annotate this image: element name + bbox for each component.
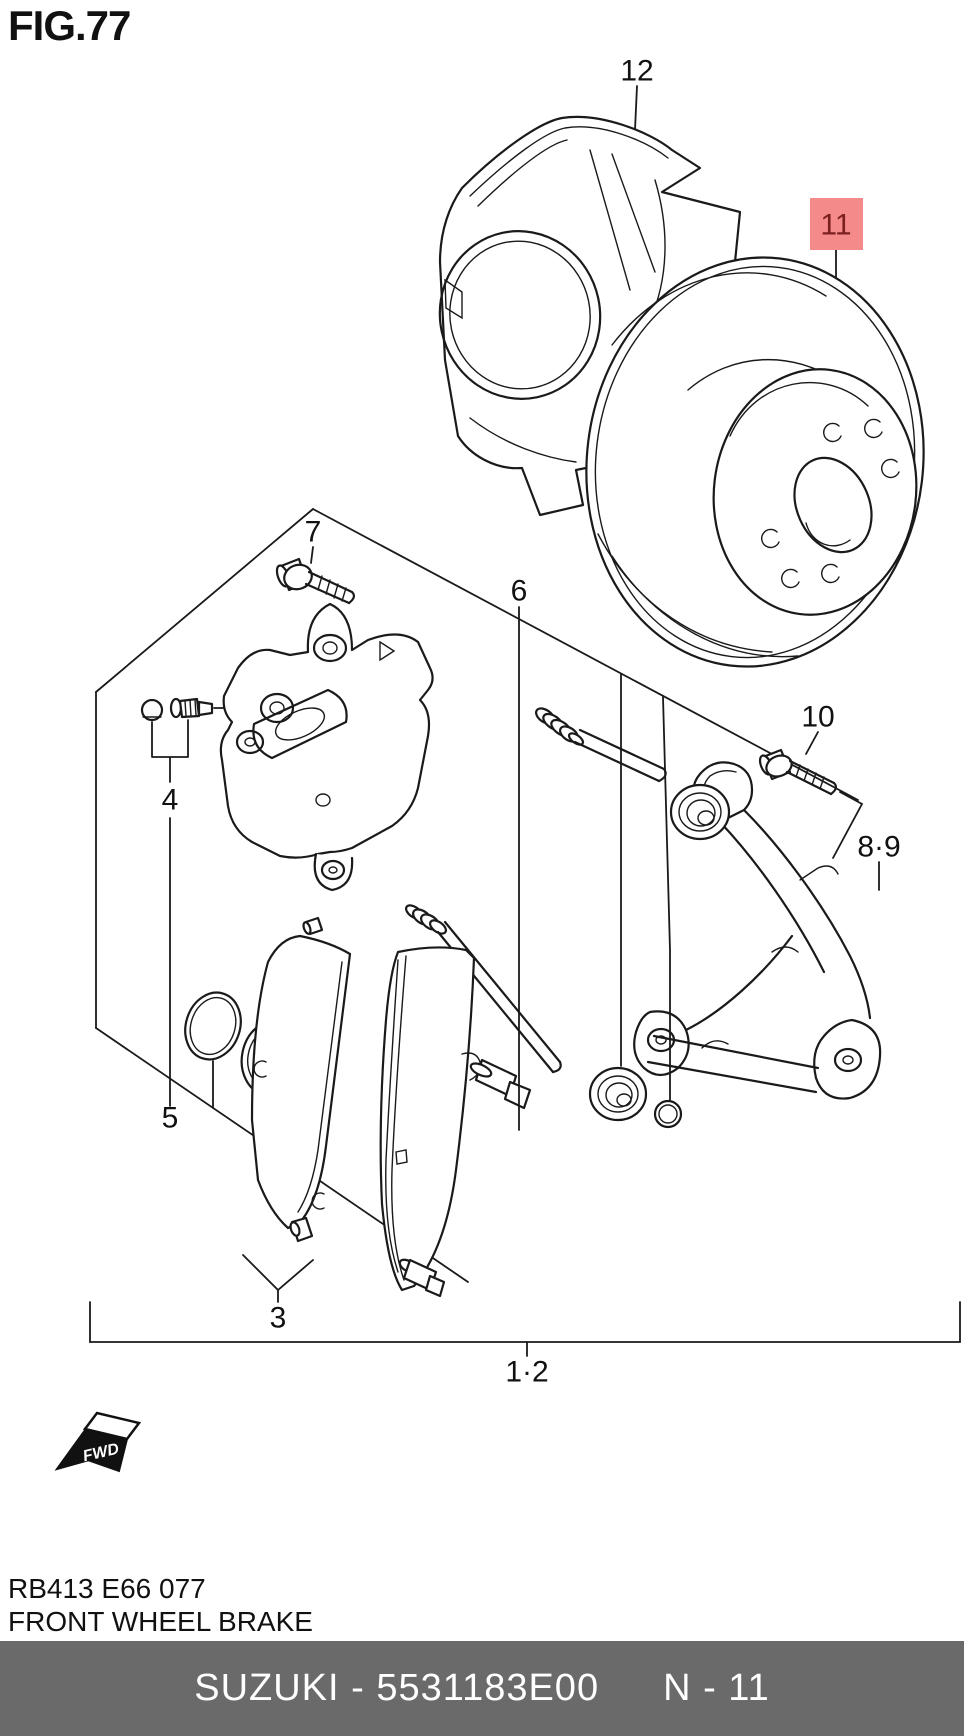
part-label-5[interactable]: 5: [162, 1102, 179, 1135]
part-label-11[interactable]: 11: [820, 209, 851, 242]
part-label-12[interactable]: 12: [620, 55, 653, 88]
brake-pads-part: [250, 916, 532, 1298]
carrier-bolt-part: [758, 748, 838, 796]
drawing-info: RB413 E66 077 FRONT WHEEL BRAKE: [8, 1572, 313, 1638]
part-label-7[interactable]: 7: [305, 516, 322, 549]
fwd-arrow-badge: FWD: [54, 1411, 142, 1473]
part-callouts: 12 11 7 6 4 10 8·9 5 3 1·2: [162, 55, 901, 1389]
brake-disc-part: [585, 256, 925, 668]
part-label-10[interactable]: 10: [801, 701, 834, 734]
caliper-bolt-part: [275, 557, 356, 605]
part-label-4[interactable]: 4: [162, 784, 179, 817]
footer-bar: SUZUKI - 5531183E00 N - 11: [0, 1641, 964, 1736]
bleeder-screw-part: [140, 697, 214, 722]
drawing-code: RB413 E66 077: [8, 1573, 206, 1604]
caliper-carrier-part: [633, 761, 882, 1100]
part-label-8-9[interactable]: 8·9: [857, 831, 900, 864]
pin-leader-lines: [620, 673, 671, 1101]
footer-page-ref: N - 11: [663, 1667, 770, 1709]
highlight-box-11[interactable]: [810, 198, 863, 250]
caliper-body-part: [219, 602, 434, 892]
slide-pin-set-part: [404, 707, 731, 1129]
part-label-1-2[interactable]: 1·2: [505, 1356, 548, 1389]
exploded-parts-diagram: 12 11 7 6 4 10 8·9 5 3 1·2 FWD: [54, 55, 961, 1473]
footer-part-number: SUZUKI - 5531183E00: [194, 1667, 600, 1709]
part-label-6[interactable]: 6: [511, 575, 528, 608]
figure-number: FIG.77: [8, 2, 131, 49]
drawing-title: FRONT WHEEL BRAKE: [8, 1606, 313, 1637]
part-label-3[interactable]: 3: [270, 1302, 287, 1335]
